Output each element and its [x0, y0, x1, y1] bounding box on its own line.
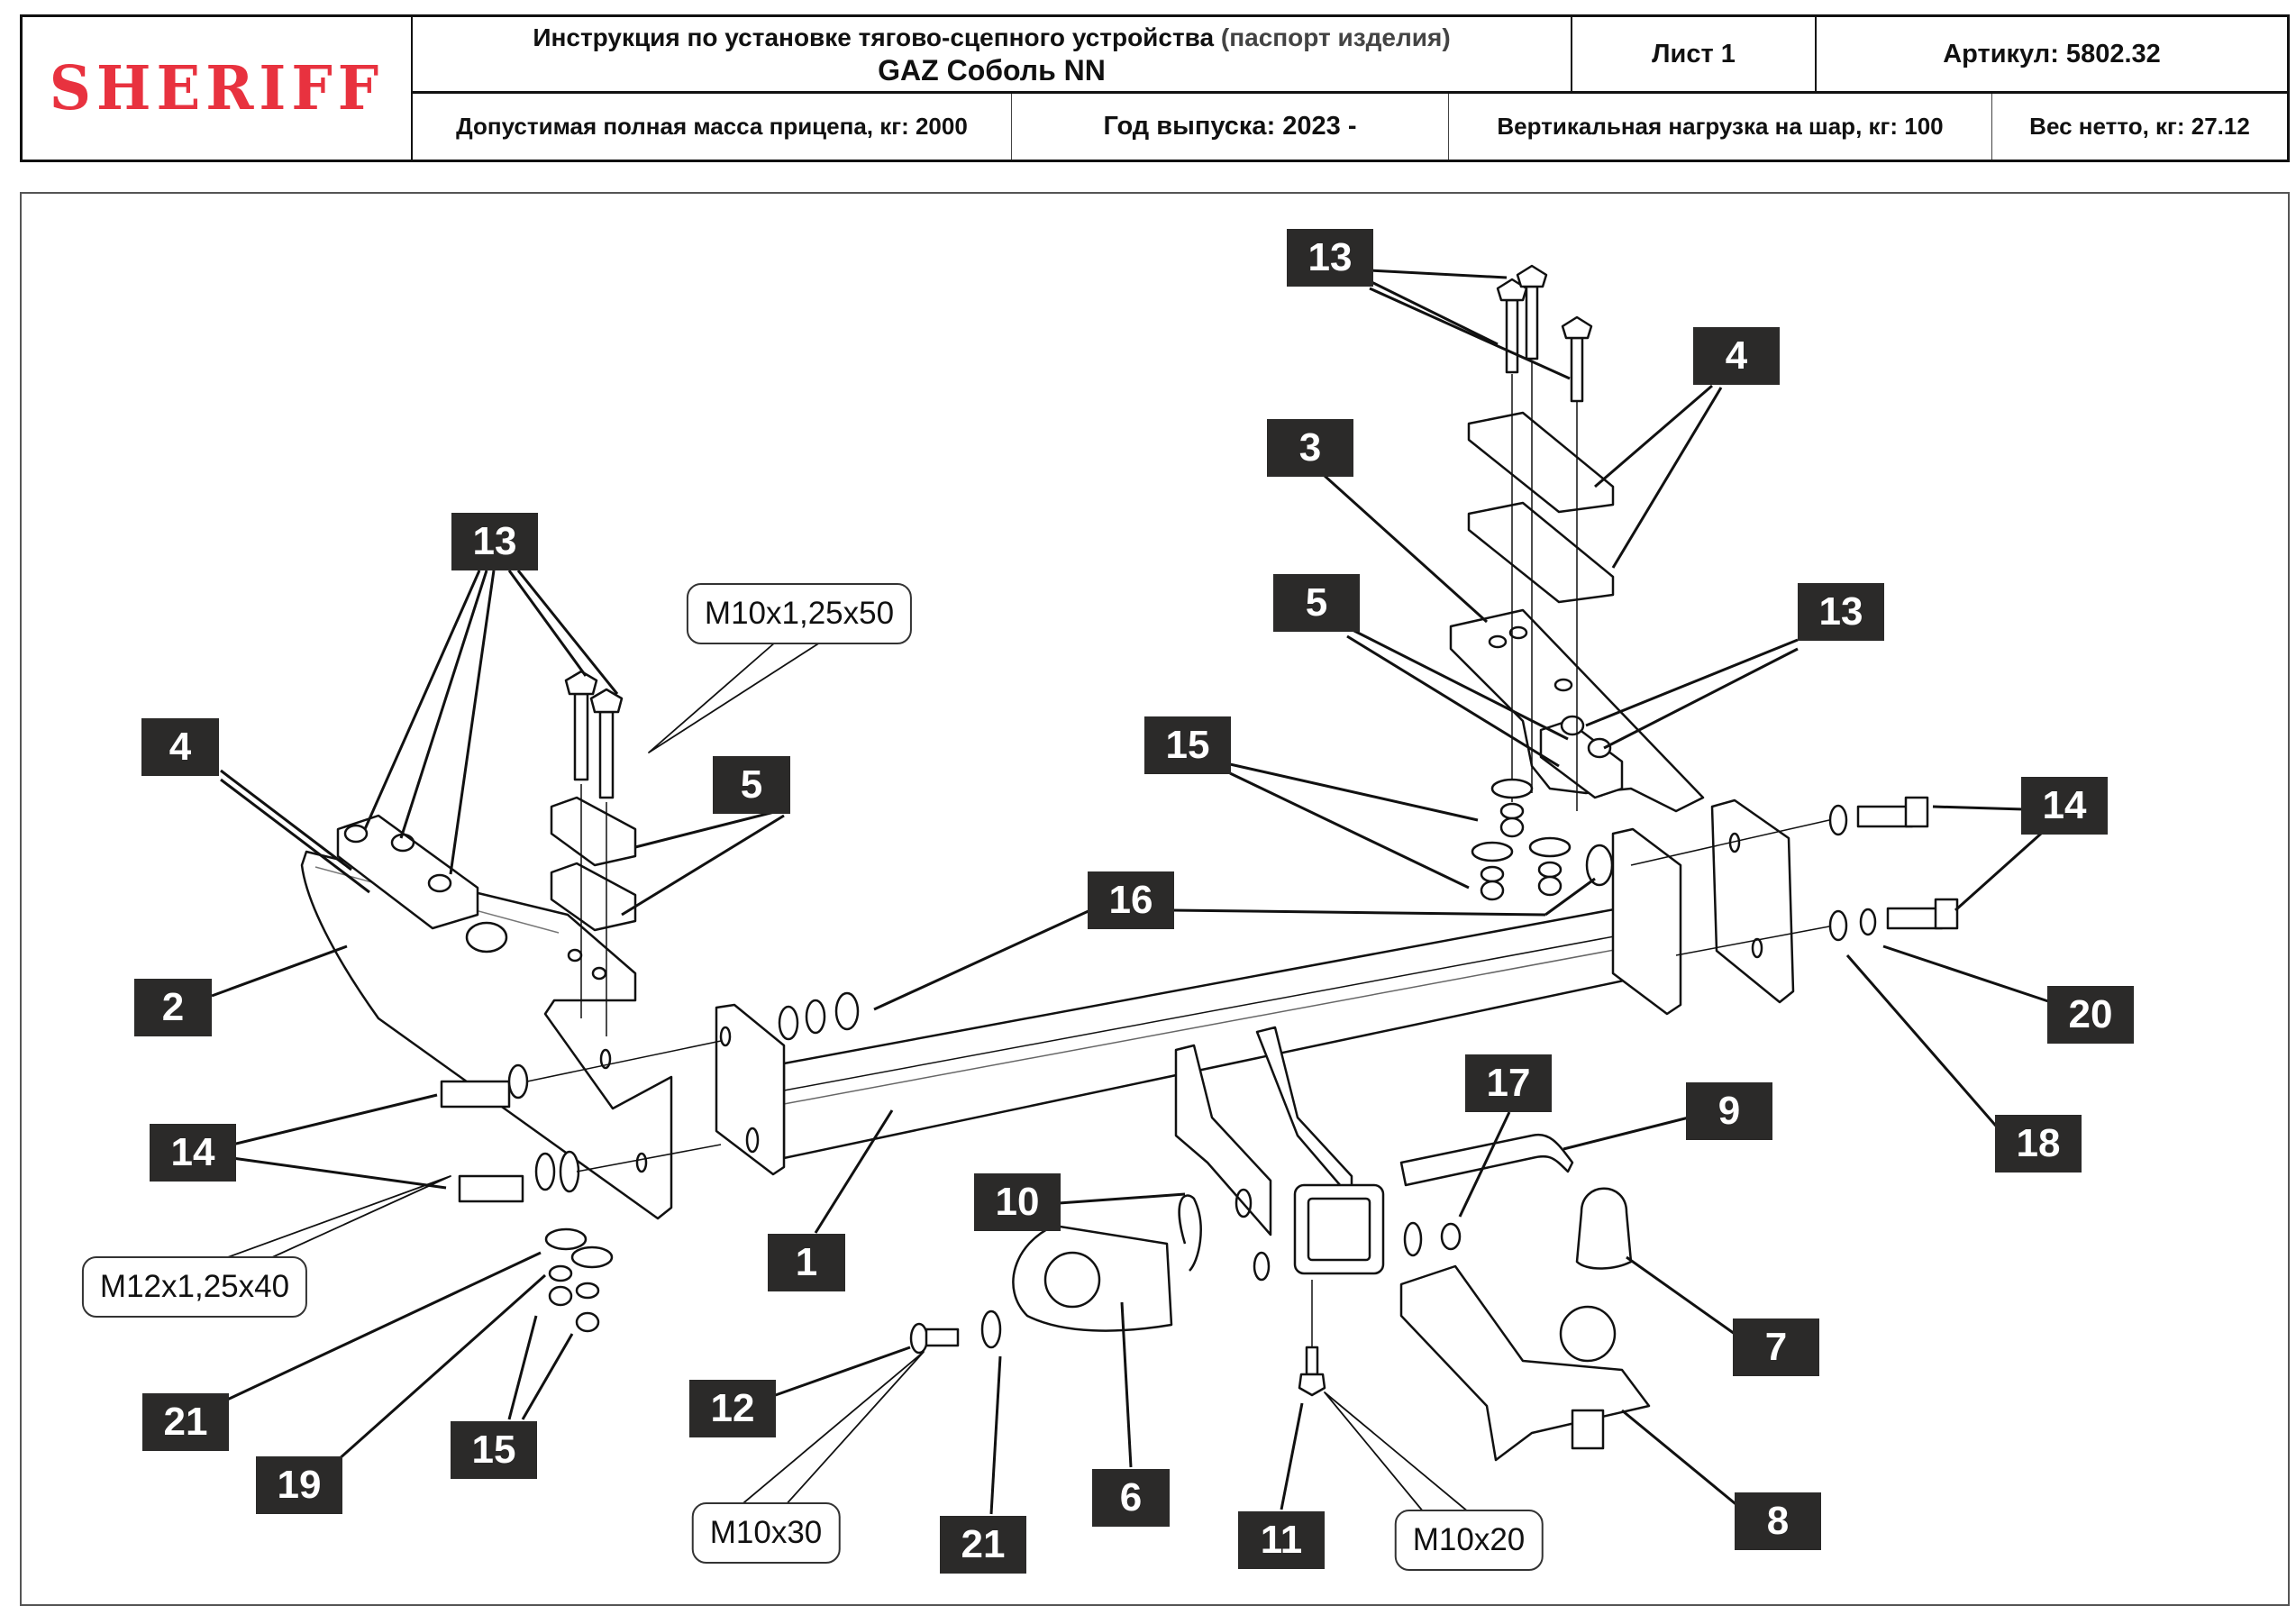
production-year: Год выпуска: 2023 -	[1012, 94, 1449, 160]
net-weight: Вес нетто, кг: 27.12	[2029, 113, 2250, 140]
trailer-mass: Допустимая полная масса прицепа, кг: 200…	[413, 94, 1012, 160]
hitch-clip	[1178, 1194, 1202, 1272]
part-label-17: 17	[1465, 1054, 1552, 1112]
part-label-2: 2	[134, 979, 212, 1036]
part-label-18: 18	[1995, 1115, 2082, 1172]
receiver-nut	[1403, 1221, 1462, 1257]
part-label-13-top: 13	[1287, 229, 1373, 287]
title-main: Инструкция по установке тягово-сцепного …	[533, 23, 1215, 51]
ball-cap	[1575, 1187, 1633, 1270]
bolt-12	[909, 1309, 1002, 1355]
part-label-4-left: 4	[141, 718, 219, 776]
part-label-15-right: 15	[1144, 716, 1231, 774]
part-label-21-left: 21	[142, 1393, 229, 1451]
left-bolts	[564, 670, 624, 1036]
part-label-7: 7	[1733, 1318, 1819, 1376]
left-spacer-plates	[336, 814, 479, 930]
part-label-5-left: 5	[713, 756, 790, 814]
title-note: (паспорт изделия)	[1220, 23, 1451, 51]
part-label-4-right: 4	[1693, 327, 1780, 385]
part-label-8: 8	[1735, 1492, 1821, 1550]
beam-left-nuts	[778, 991, 860, 1041]
part-label-11: 11	[1238, 1511, 1325, 1569]
part-label-14-right: 14	[2021, 777, 2108, 835]
left-side-bolts	[440, 1040, 722, 1203]
spec-callout-m12x125x40: M12x1,25x40	[81, 1256, 308, 1318]
part-label-20: 20	[2047, 986, 2134, 1044]
leader-lines	[211, 269, 2052, 1515]
article-number: Артикул: 5802.32	[1943, 39, 2161, 68]
receiver-tube	[1174, 1026, 1385, 1282]
bolt-11	[1298, 1280, 1326, 1397]
title-block: SHERIFF Инструкция по установке тягово-с…	[20, 14, 2290, 162]
beam-right-plate	[1611, 798, 1795, 1016]
part-label-21-bottom: 21	[940, 1516, 1026, 1574]
spec-callout-m10x20: M10x20	[1394, 1510, 1544, 1571]
spec-callout-m10x30: M10x30	[691, 1502, 841, 1564]
part-label-16: 16	[1088, 871, 1174, 929]
left-small-plates	[550, 796, 637, 932]
sheet-number: Лист 1	[1572, 17, 1817, 91]
part-label-5-right: 5	[1273, 574, 1360, 632]
logo-cell: SHERIFF	[23, 17, 413, 160]
diagram-frame	[20, 192, 2290, 1606]
part-label-1: 1	[768, 1234, 845, 1291]
part-label-13-left: 13	[451, 513, 538, 570]
title-line: Инструкция по установке тягово-сцепного …	[533, 22, 1450, 54]
spec-callout-m10x125x50: M10x1,25x50	[686, 583, 913, 644]
part-label-14-left: 14	[150, 1124, 236, 1182]
spec-leaders	[224, 642, 1470, 1513]
part-label-6: 6	[1092, 1469, 1170, 1527]
vehicle-model: GAZ Соболь NN	[878, 54, 1106, 87]
part-label-19: 19	[256, 1456, 342, 1514]
part-label-13-right: 13	[1798, 583, 1884, 641]
vertical-load: Вертикальная нагрузка на шар, кг: 100	[1449, 94, 1992, 160]
part-label-9: 9	[1686, 1082, 1772, 1140]
socket-plate	[1012, 1224, 1173, 1332]
left-washers-nuts	[544, 1227, 614, 1333]
right-top-bolts	[1496, 264, 1593, 811]
part-label-12: 12	[689, 1380, 776, 1437]
right-washers-nuts	[1471, 778, 1614, 901]
ball-mount	[1399, 1264, 1651, 1462]
document-title: Инструкция по установке тягово-сцепного …	[413, 17, 1572, 91]
beam-left-plate	[715, 1003, 786, 1176]
right-spacer-plates	[1467, 411, 1615, 604]
part-label-3: 3	[1267, 419, 1353, 477]
right-side-bolts	[1630, 796, 1959, 956]
brand-logo: SHERIFF	[49, 52, 385, 124]
part-label-10: 10	[974, 1173, 1061, 1231]
header-row-divider	[413, 91, 2287, 94]
part-label-15-left: 15	[451, 1421, 537, 1479]
